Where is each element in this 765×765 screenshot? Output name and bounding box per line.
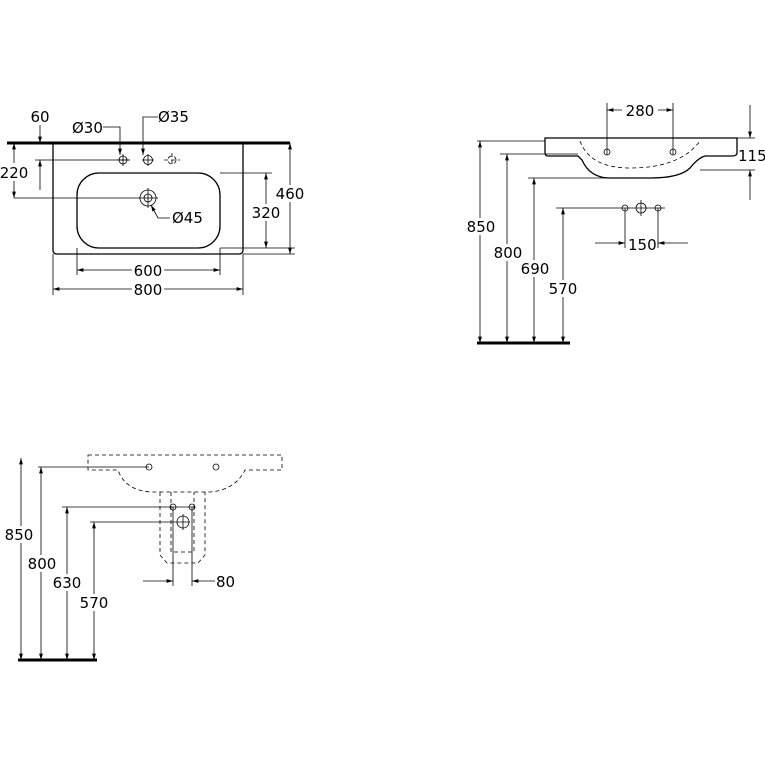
basin-outline bbox=[52, 143, 244, 255]
dim-570: 570 bbox=[549, 280, 578, 298]
side-view: 280 115 850 800 690 570 150 bbox=[466, 102, 765, 345]
dim-850: 850 bbox=[467, 218, 496, 236]
basin-profile bbox=[544, 137, 738, 179]
top-view: 60 Ø30 Ø35 220 460 320 Ø45 600 800 bbox=[0, 108, 306, 299]
dim-460: 460 bbox=[276, 185, 305, 203]
dim-dia35: Ø35 bbox=[158, 108, 189, 126]
dim-150: 150 bbox=[628, 236, 657, 254]
dim-dia45: Ø45 bbox=[172, 209, 203, 227]
dim-320: 320 bbox=[252, 204, 281, 222]
bowl-outline bbox=[76, 172, 221, 249]
dim-115: 115 bbox=[738, 147, 765, 165]
dim-800: 800 bbox=[28, 555, 57, 573]
front-view: 850 800 630 570 80 bbox=[4, 454, 283, 662]
dim-600: 600 bbox=[134, 262, 163, 280]
drain-icon bbox=[176, 514, 190, 530]
basin-profile bbox=[87, 454, 283, 493]
dim-850: 850 bbox=[5, 526, 34, 544]
dim-80: 80 bbox=[216, 573, 235, 591]
dim-60: 60 bbox=[30, 108, 49, 126]
dim-dia30: Ø30 bbox=[72, 119, 103, 137]
dim-690: 690 bbox=[521, 260, 550, 278]
tap-hole-icon bbox=[142, 154, 154, 166]
dim-800: 800 bbox=[134, 281, 163, 299]
dim-630: 630 bbox=[53, 574, 82, 592]
dim-280: 280 bbox=[626, 102, 655, 120]
dim-800: 800 bbox=[494, 244, 523, 262]
dim-220: 220 bbox=[0, 164, 28, 182]
tap-hole-icon bbox=[164, 153, 180, 167]
drain-icon bbox=[138, 188, 158, 208]
dim-570: 570 bbox=[80, 594, 109, 612]
